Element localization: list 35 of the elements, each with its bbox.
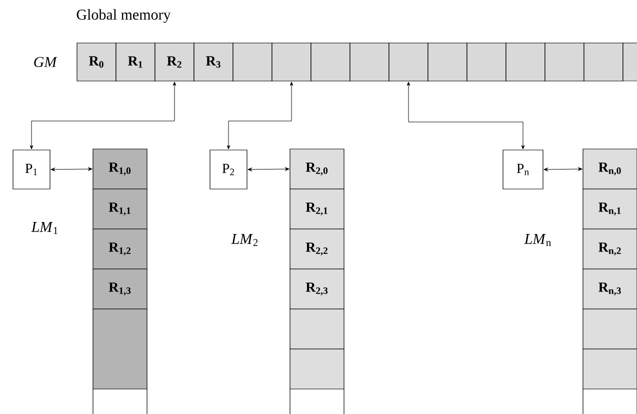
memory-cell: R$_{n,1}$	[582, 188, 637, 230]
memory-label: GM	[34, 56, 58, 68]
memory-cell: R$_{3}$	[194, 42, 234, 82]
memory-label: LM$_{2}$	[231, 234, 258, 246]
memory-cell: R$_{2,1}$	[290, 188, 344, 230]
arrow	[248, 167, 290, 172]
memory-cell: R$_{2,2}$	[290, 228, 344, 270]
heading: Global memory	[76, 9, 171, 23]
memory-cell: R$_{2,0}$	[290, 148, 344, 190]
memory-cell: R$_{1,2}$	[92, 228, 148, 270]
processor-box: P$_{1}$	[12, 150, 50, 190]
empty-memory-cell	[622, 42, 637, 82]
memory-cell: R$_{n,0}$	[582, 148, 637, 190]
arrow	[544, 167, 582, 172]
memory-cell: R$_{1}$	[116, 42, 156, 82]
arrow	[50, 167, 92, 172]
memory-label: LM$_{1}$	[31, 222, 58, 234]
empty-memory-cell	[290, 348, 344, 390]
processor-box: P$_{n}$	[502, 150, 544, 190]
memory-cell: R$_{n,3}$	[582, 268, 637, 310]
memory-cell: R$_{1,3}$	[92, 268, 148, 310]
processor-box: P$_{2}$	[210, 150, 248, 190]
memory-cell: R$_{n,2}$	[582, 228, 637, 270]
empty-memory-cell	[290, 308, 344, 350]
memory-label: LM$_{n}$	[524, 234, 551, 246]
arrow	[406, 82, 525, 150]
memory-cell: R$_{1,0}$	[92, 148, 148, 190]
memory-cell: R$_{1,1}$	[92, 188, 148, 230]
arrow	[226, 82, 294, 150]
memory-cell: R$_{0}$	[76, 42, 116, 82]
empty-memory-cell	[582, 348, 637, 390]
memory-cell: R$_{2,3}$	[290, 268, 344, 310]
arrow	[30, 82, 176, 150]
memory-cell: R$_{2}$	[154, 42, 194, 82]
empty-memory-cell	[582, 308, 637, 350]
